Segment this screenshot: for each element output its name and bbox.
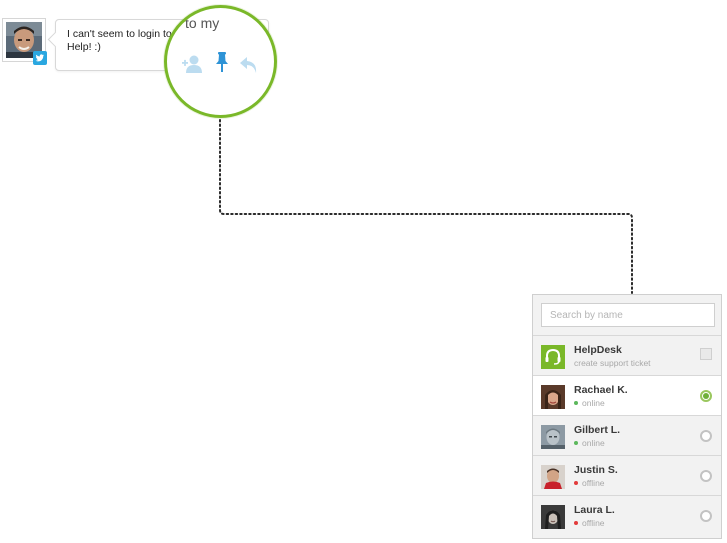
list-item-gilbert[interactable]: Gilbert L. online — [533, 415, 721, 455]
row-status: offline — [574, 518, 605, 528]
row-name: HelpDesk — [574, 344, 622, 356]
pin-icon[interactable] — [210, 50, 234, 74]
list-item-justin[interactable]: Justin S. offline — [533, 455, 721, 495]
row-name: Rachael K. — [574, 384, 628, 396]
tweet-author-avatar[interactable] — [2, 18, 46, 62]
assign-panel: HelpDesk create support ticket Rachael K… — [532, 294, 722, 539]
offline-status-dot — [574, 480, 578, 485]
list-item-rachael[interactable]: Rachael K. online — [533, 375, 721, 415]
avatar — [541, 425, 565, 449]
reply-icon[interactable] — [237, 52, 261, 76]
add-user-icon[interactable] — [180, 52, 204, 76]
twitter-icon — [33, 51, 47, 65]
row-name: Laura L. — [574, 504, 615, 516]
online-status-dot — [574, 400, 578, 405]
helpdesk-checkbox[interactable] — [700, 348, 712, 360]
zoom-text: to my — [185, 15, 220, 31]
online-status-dot — [574, 440, 578, 445]
search-input[interactable] — [541, 303, 715, 327]
row-status: online — [574, 398, 605, 408]
row-name: Gilbert L. — [574, 424, 621, 436]
headset-icon — [541, 345, 565, 369]
avatar — [541, 465, 565, 489]
offline-status-dot — [574, 520, 578, 525]
select-radio[interactable] — [700, 510, 712, 522]
row-status: online — [574, 438, 605, 448]
avatar-photo — [6, 22, 42, 58]
row-name: Justin S. — [574, 464, 618, 476]
select-radio[interactable] — [700, 390, 712, 402]
zoom-magnifier: to my — [164, 5, 277, 118]
select-radio[interactable] — [700, 430, 712, 442]
select-radio[interactable] — [700, 470, 712, 482]
row-subtitle: create support ticket — [574, 358, 651, 368]
avatar — [541, 385, 565, 409]
list-item-laura[interactable]: Laura L. offline — [533, 495, 721, 535]
list-item-helpdesk[interactable]: HelpDesk create support ticket — [533, 335, 721, 375]
row-status: offline — [574, 478, 605, 488]
avatar — [541, 505, 565, 529]
